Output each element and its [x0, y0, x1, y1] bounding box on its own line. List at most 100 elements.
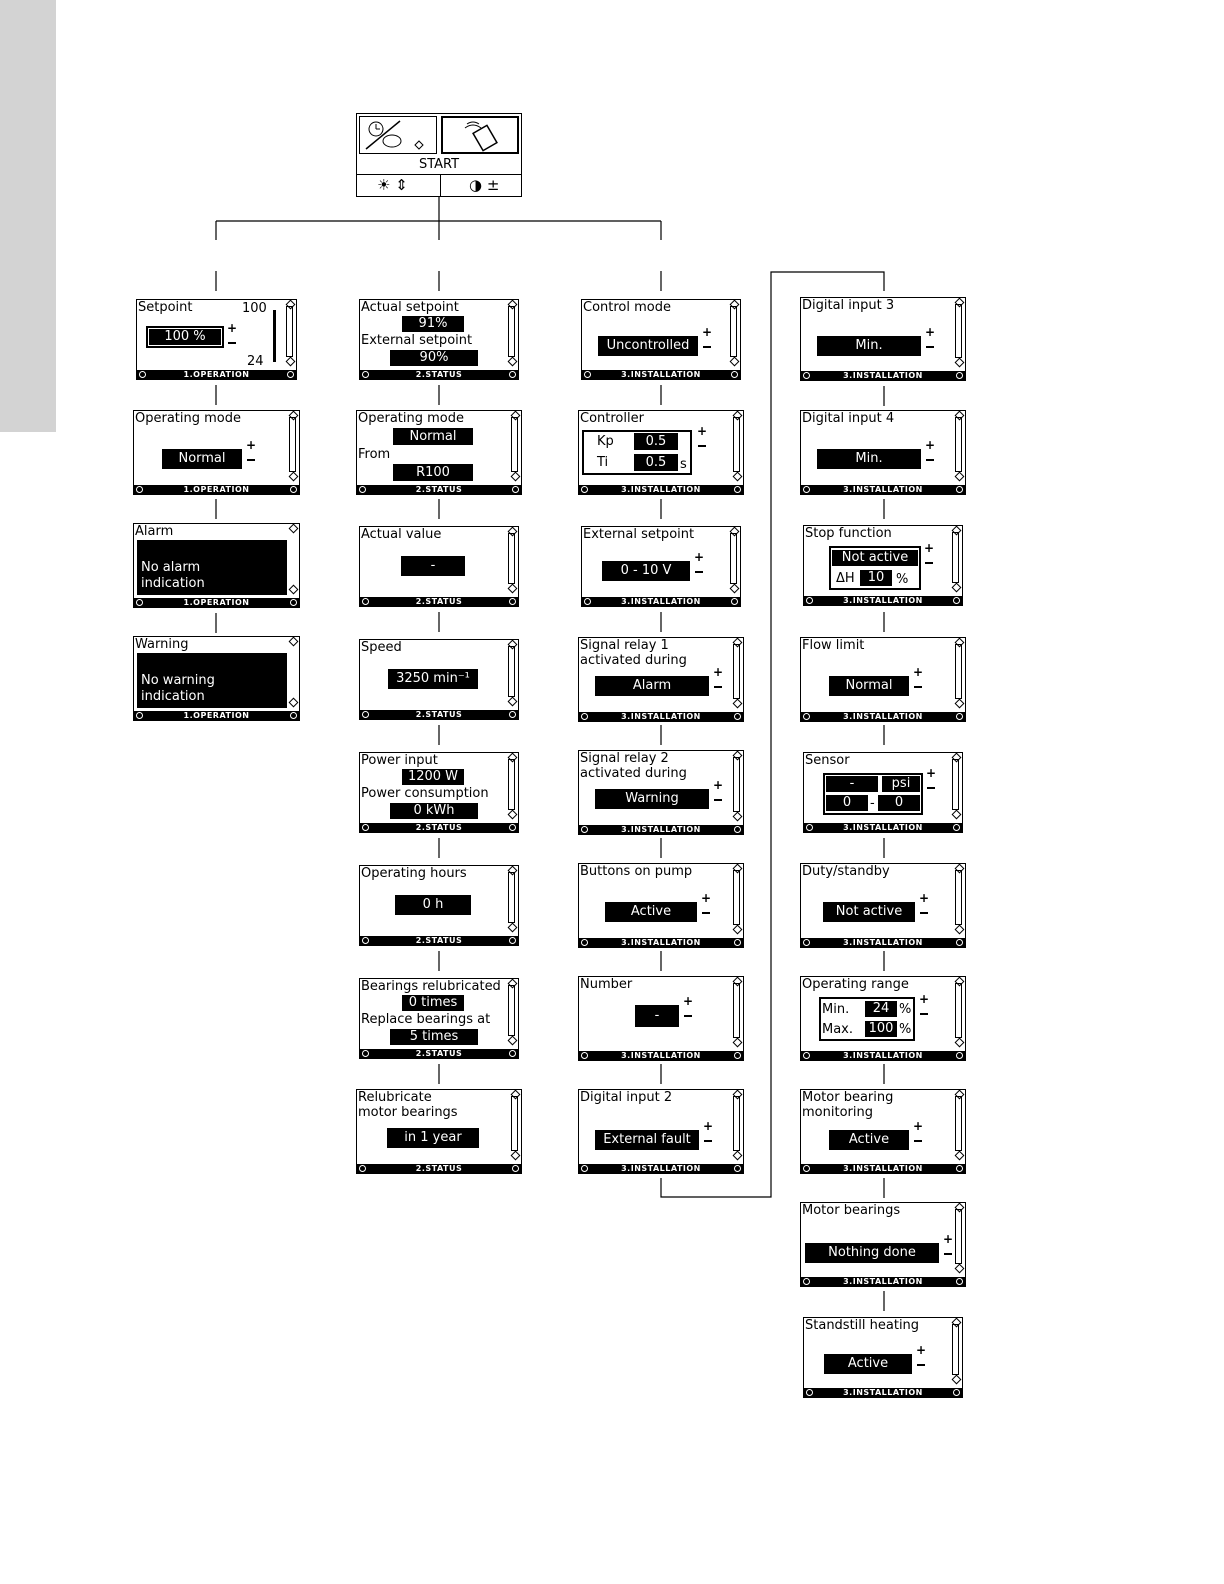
forward-key-icon[interactable] [734, 486, 741, 493]
forward-key-icon[interactable] [290, 599, 297, 606]
minus-icon[interactable] [714, 686, 722, 688]
forward-key-icon[interactable] [290, 486, 297, 493]
forward-key-icon[interactable] [953, 824, 960, 831]
scrollbar[interactable] [508, 306, 515, 357]
scrollbar[interactable] [952, 759, 959, 810]
scroll-down-icon[interactable] [732, 1150, 743, 1161]
forward-key-icon[interactable] [734, 713, 741, 720]
value-field[interactable]: 0 h [395, 895, 471, 915]
scrollbar[interactable] [508, 985, 515, 1036]
value-field[interactable]: Alarm [595, 676, 709, 696]
value-field[interactable]: Normal [829, 676, 909, 696]
scrollbar[interactable] [952, 1324, 959, 1375]
plus-icon[interactable]: + [924, 541, 935, 555]
back-key-icon[interactable] [803, 1278, 810, 1285]
scrollbar[interactable] [289, 417, 296, 472]
scroll-down-icon[interactable] [732, 471, 743, 482]
plus-icon[interactable]: + [246, 438, 257, 452]
minus-icon[interactable] [698, 445, 706, 447]
back-key-icon[interactable] [362, 1050, 369, 1057]
back-key-icon[interactable] [803, 939, 810, 946]
value-field[interactable]: - [401, 556, 465, 576]
scroll-down-icon[interactable] [507, 922, 518, 933]
scroll-down-icon[interactable] [954, 471, 965, 482]
scroll-down-icon[interactable] [954, 1150, 965, 1161]
back-key-icon[interactable] [803, 486, 810, 493]
scroll-down-icon[interactable] [288, 584, 299, 595]
value-field[interactable]: Active [829, 1130, 909, 1150]
forward-key-icon[interactable] [956, 1278, 963, 1285]
scrollbar[interactable] [955, 983, 962, 1038]
forward-key-icon[interactable] [956, 372, 963, 379]
minus-icon[interactable] [920, 912, 928, 914]
scrollbar[interactable] [952, 532, 959, 583]
plus-icon[interactable]: + [701, 891, 712, 905]
plus-icon[interactable]: + [713, 778, 724, 792]
value-field[interactable]: - [635, 1005, 679, 1027]
value-field[interactable]: 0 - 10 V [602, 561, 690, 581]
scroll-down-icon[interactable] [729, 583, 740, 594]
minus-icon[interactable] [926, 346, 934, 348]
scroll-down-icon[interactable] [507, 583, 518, 594]
back-key-icon[interactable] [803, 1052, 810, 1059]
scrollbar[interactable] [733, 983, 740, 1038]
back-key-icon[interactable] [362, 711, 369, 718]
scroll-down-icon[interactable] [507, 356, 518, 367]
back-key-icon[interactable] [803, 1165, 810, 1172]
sensor-type[interactable]: - [826, 776, 878, 792]
scrollbar[interactable] [733, 757, 740, 812]
value-field[interactable]: Normal [162, 449, 242, 469]
scroll-down-icon[interactable] [732, 1037, 743, 1048]
back-key-icon[interactable] [136, 486, 143, 493]
forward-key-icon[interactable] [509, 824, 516, 831]
installation-menu-icon[interactable] [441, 116, 519, 154]
scrollbar[interactable] [955, 1096, 962, 1151]
ti-value[interactable]: 0.5 [634, 454, 678, 471]
dh-value[interactable]: 10 [860, 570, 892, 586]
minus-icon[interactable] [703, 346, 711, 348]
plus-icon[interactable]: + [713, 665, 724, 679]
scroll-down-icon[interactable] [732, 811, 743, 822]
back-key-icon[interactable] [136, 599, 143, 606]
scroll-down-icon[interactable] [954, 924, 965, 935]
minus-icon[interactable] [695, 571, 703, 573]
scrollbar[interactable] [733, 644, 740, 699]
forward-key-icon[interactable] [512, 486, 519, 493]
scrollbar[interactable] [733, 1096, 740, 1151]
scroll-down-icon[interactable] [954, 357, 965, 368]
scroll-down-icon[interactable] [954, 698, 965, 709]
setpoint-value[interactable]: 100 % [149, 329, 221, 345]
scroll-down-icon[interactable] [288, 697, 299, 708]
min-value[interactable]: 24 [865, 1001, 897, 1017]
forward-key-icon[interactable] [509, 1050, 516, 1057]
value-field[interactable]: Min. [817, 449, 921, 469]
back-key-icon[interactable] [584, 371, 591, 378]
value-field[interactable]: Active [824, 1354, 912, 1374]
scrollbar[interactable] [511, 1096, 518, 1151]
forward-key-icon[interactable] [731, 598, 738, 605]
back-key-icon[interactable] [581, 826, 588, 833]
forward-key-icon[interactable] [509, 371, 516, 378]
plus-icon[interactable]: + [703, 1119, 714, 1133]
sensor-to[interactable]: 0 [878, 795, 920, 811]
scroll-down-icon[interactable] [732, 698, 743, 709]
minus-icon[interactable] [927, 787, 935, 789]
scrollbar[interactable] [511, 417, 518, 472]
plus-icon[interactable]: + [913, 1119, 924, 1133]
minus-icon[interactable] [704, 1140, 712, 1142]
forward-key-icon[interactable] [734, 826, 741, 833]
